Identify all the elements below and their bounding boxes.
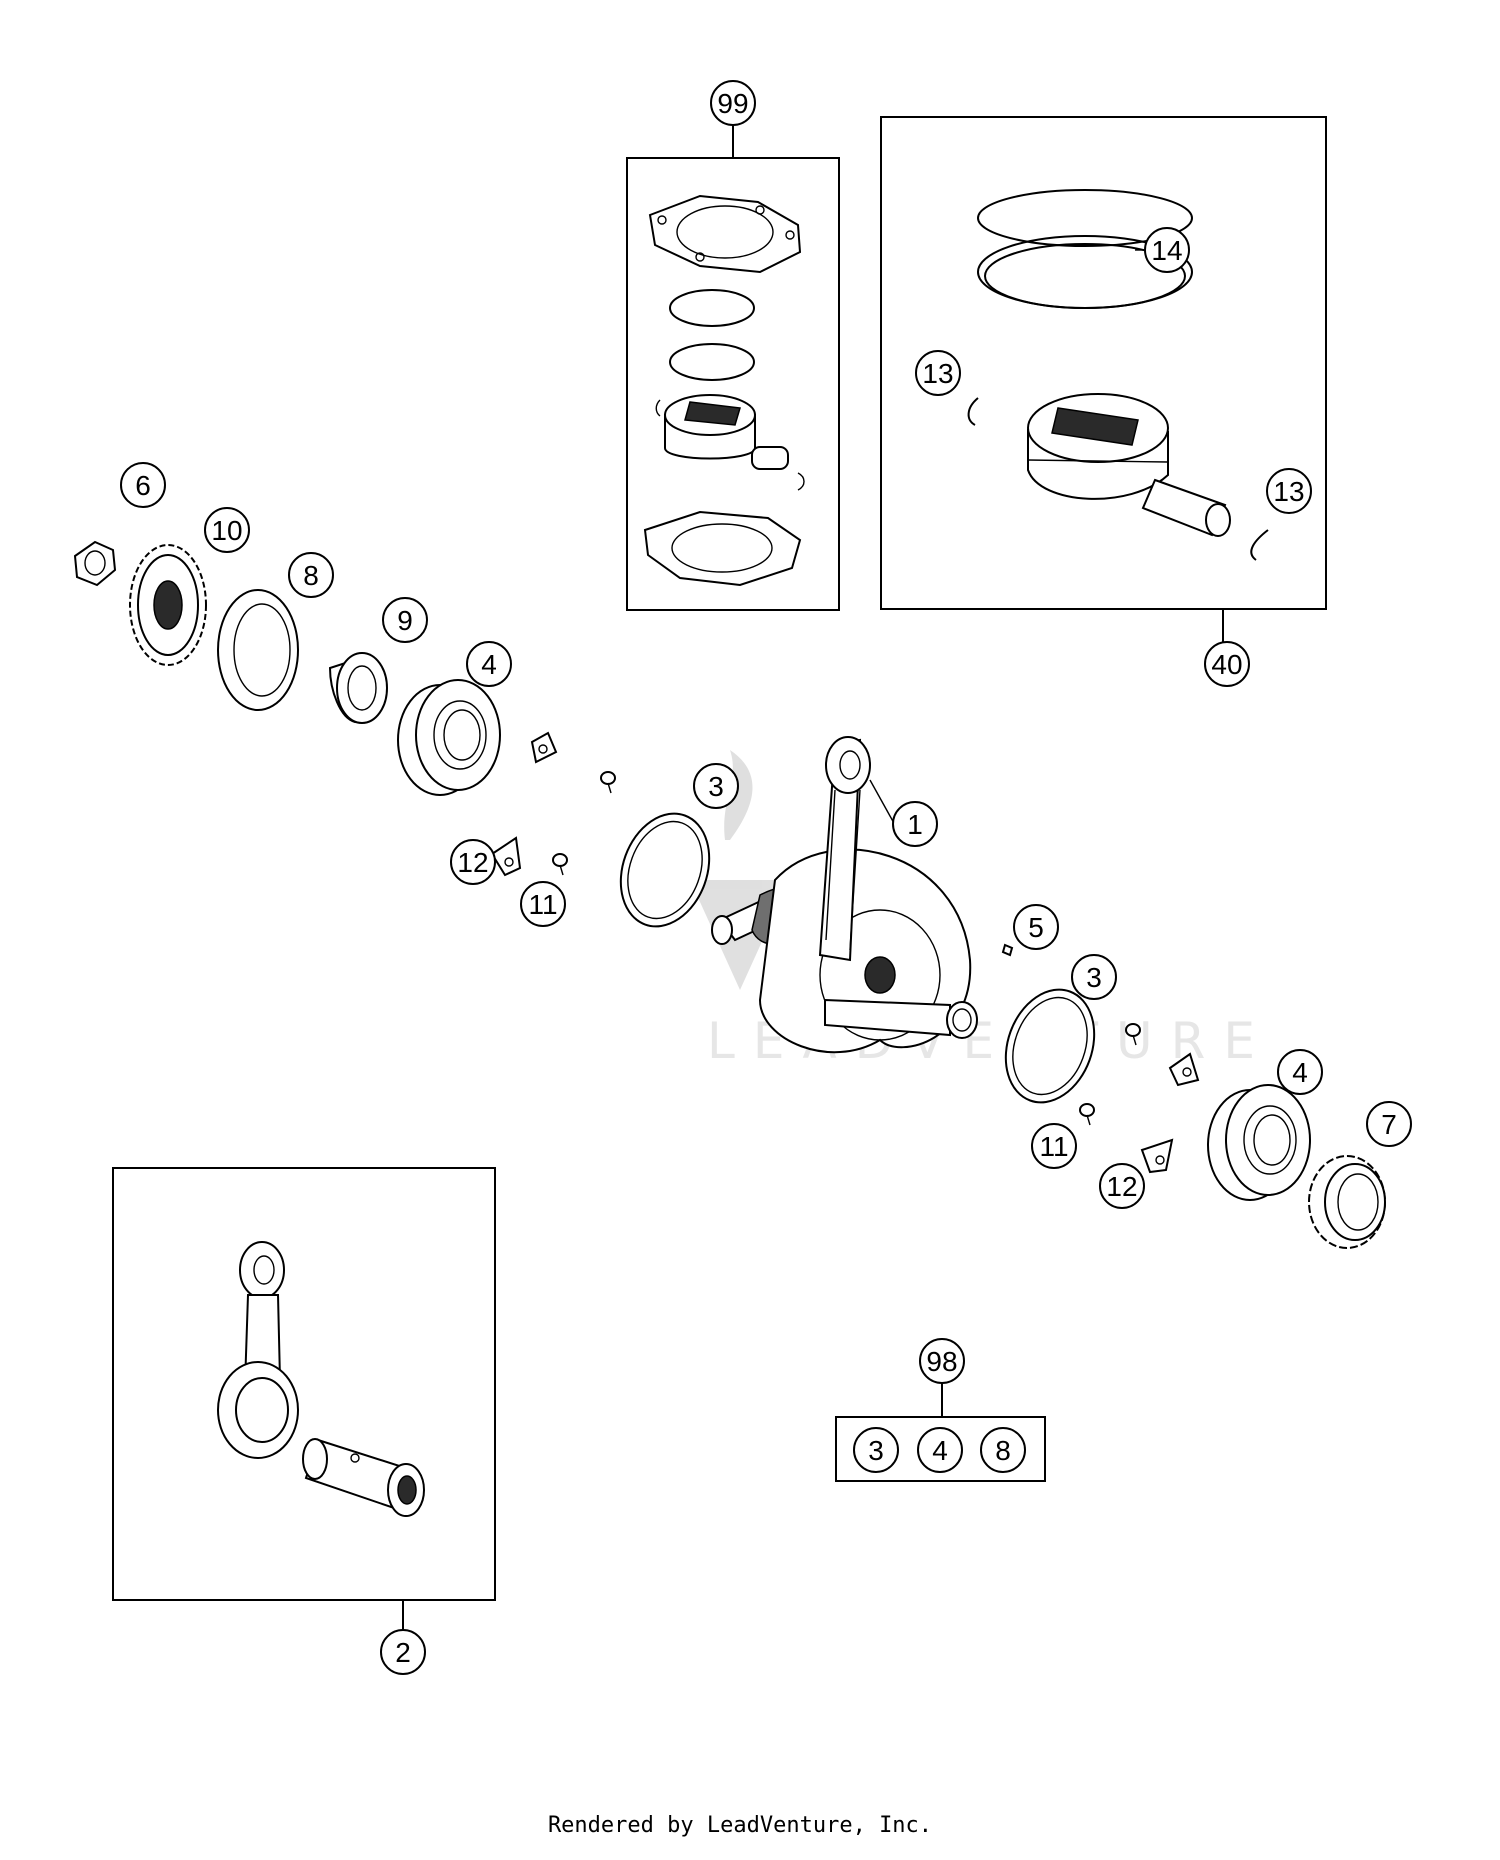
callout-3-right: 3 xyxy=(1071,954,1117,1000)
callout-98-item-3: 3 xyxy=(853,1427,899,1473)
kit-2-box xyxy=(112,1167,496,1630)
o-ring-upper xyxy=(669,289,755,327)
svg-text:5: 5 xyxy=(1028,912,1044,943)
callout-7: 7 xyxy=(1366,1101,1412,1147)
part-12-clip-upper-left xyxy=(530,731,558,764)
svg-text:98: 98 xyxy=(926,1346,957,1377)
svg-text:4: 4 xyxy=(932,1435,948,1466)
svg-text:40: 40 xyxy=(1211,649,1242,680)
callout-5: 5 xyxy=(1013,904,1059,950)
part-11-screw-upper-left xyxy=(600,771,616,794)
connecting-rod xyxy=(217,1241,299,1459)
callout-6: 6 xyxy=(120,462,166,508)
part-5-key xyxy=(1001,943,1014,957)
svg-text:13: 13 xyxy=(922,358,953,389)
callouts: 99 14 13 13 40 6 10 8 9 4 3 1 12 11 5 3 … xyxy=(120,80,1412,1675)
callout-3-left: 3 xyxy=(693,763,739,809)
o-ring-lower xyxy=(669,343,755,381)
svg-text:3: 3 xyxy=(868,1435,884,1466)
svg-text:11: 11 xyxy=(528,889,557,920)
callout-98-item-8: 8 xyxy=(980,1427,1026,1473)
svg-text:14: 14 xyxy=(1151,235,1182,266)
callout-13-right: 13 xyxy=(1266,468,1312,514)
callout-11-left: 11 xyxy=(520,881,566,927)
callout-98-item-4: 4 xyxy=(917,1427,963,1473)
part-11-screw-upper-right xyxy=(1125,1023,1141,1046)
svg-text:99: 99 xyxy=(717,88,748,119)
svg-text:2: 2 xyxy=(395,1637,411,1668)
callout-12-right: 12 xyxy=(1099,1163,1145,1209)
svg-text:8: 8 xyxy=(303,560,319,591)
part-4-bearing-right xyxy=(1207,1084,1311,1201)
callout-98: 98 xyxy=(919,1338,965,1384)
part-12-clip-lower-right xyxy=(1140,1138,1174,1174)
footer-credit: Rendered by LeadVenture, Inc. xyxy=(548,1813,932,1838)
part-11-screw-lower-right xyxy=(1079,1103,1095,1126)
svg-text:3: 3 xyxy=(1086,962,1102,993)
svg-text:4: 4 xyxy=(481,649,497,680)
svg-text:4: 4 xyxy=(1292,1057,1308,1088)
part-3-ring-right xyxy=(1004,988,1096,1104)
piston xyxy=(1027,393,1169,500)
callout-99: 99 xyxy=(710,80,756,126)
callout-4-left: 4 xyxy=(466,641,512,687)
kit-40-box xyxy=(880,116,1327,642)
callout-1: 1 xyxy=(892,801,938,847)
callout-13-left: 13 xyxy=(915,350,961,396)
svg-text:6: 6 xyxy=(135,470,151,501)
svg-text:8: 8 xyxy=(995,1435,1011,1466)
part-3-ring-left xyxy=(619,812,711,928)
svg-text:7: 7 xyxy=(1381,1109,1397,1140)
part-1-crankshaft xyxy=(711,736,978,1054)
callout-2: 2 xyxy=(380,1629,426,1675)
part-4-bearing-left xyxy=(397,679,501,796)
part-6-nut xyxy=(73,540,117,587)
gasket-cylinder-head xyxy=(648,194,802,274)
part-12-clip-upper-right xyxy=(1168,1052,1200,1087)
callout-12-left: 12 xyxy=(450,839,496,885)
piston-pin xyxy=(1141,478,1231,537)
callout-8: 8 xyxy=(288,552,334,598)
kit-98-box xyxy=(835,1383,1046,1482)
gasket-cylinder-base xyxy=(643,510,802,587)
svg-text:10: 10 xyxy=(211,515,242,546)
svg-text:9: 9 xyxy=(397,605,413,636)
svg-text:1: 1 xyxy=(907,809,923,840)
part-8-seal xyxy=(217,589,299,711)
kit-piston xyxy=(655,394,805,491)
callout-4-right: 4 xyxy=(1277,1049,1323,1095)
part-12-clip-lower-left xyxy=(490,836,522,877)
callout-9: 9 xyxy=(382,597,428,643)
part-10-gear xyxy=(129,544,207,666)
svg-text:13: 13 xyxy=(1273,476,1304,507)
svg-text:12: 12 xyxy=(457,847,488,878)
part-9-bushing xyxy=(328,652,388,724)
svg-text:12: 12 xyxy=(1106,1171,1137,1202)
svg-text:3: 3 xyxy=(708,771,724,802)
part-11-screw-lower-left xyxy=(552,853,568,876)
svg-text:11: 11 xyxy=(1039,1131,1068,1162)
callout-40: 40 xyxy=(1204,641,1250,687)
circlip-right xyxy=(1250,529,1269,561)
callout-14: 14 xyxy=(1144,227,1190,273)
kit-99-box xyxy=(626,124,840,611)
piston-rings xyxy=(977,189,1193,309)
callout-10: 10 xyxy=(204,507,250,553)
part-7-nut xyxy=(1308,1155,1386,1249)
circlip-left xyxy=(967,397,979,426)
wrist-pin xyxy=(302,1438,425,1517)
leader-lines xyxy=(869,249,1148,826)
callout-11-right: 11 xyxy=(1031,1123,1077,1169)
